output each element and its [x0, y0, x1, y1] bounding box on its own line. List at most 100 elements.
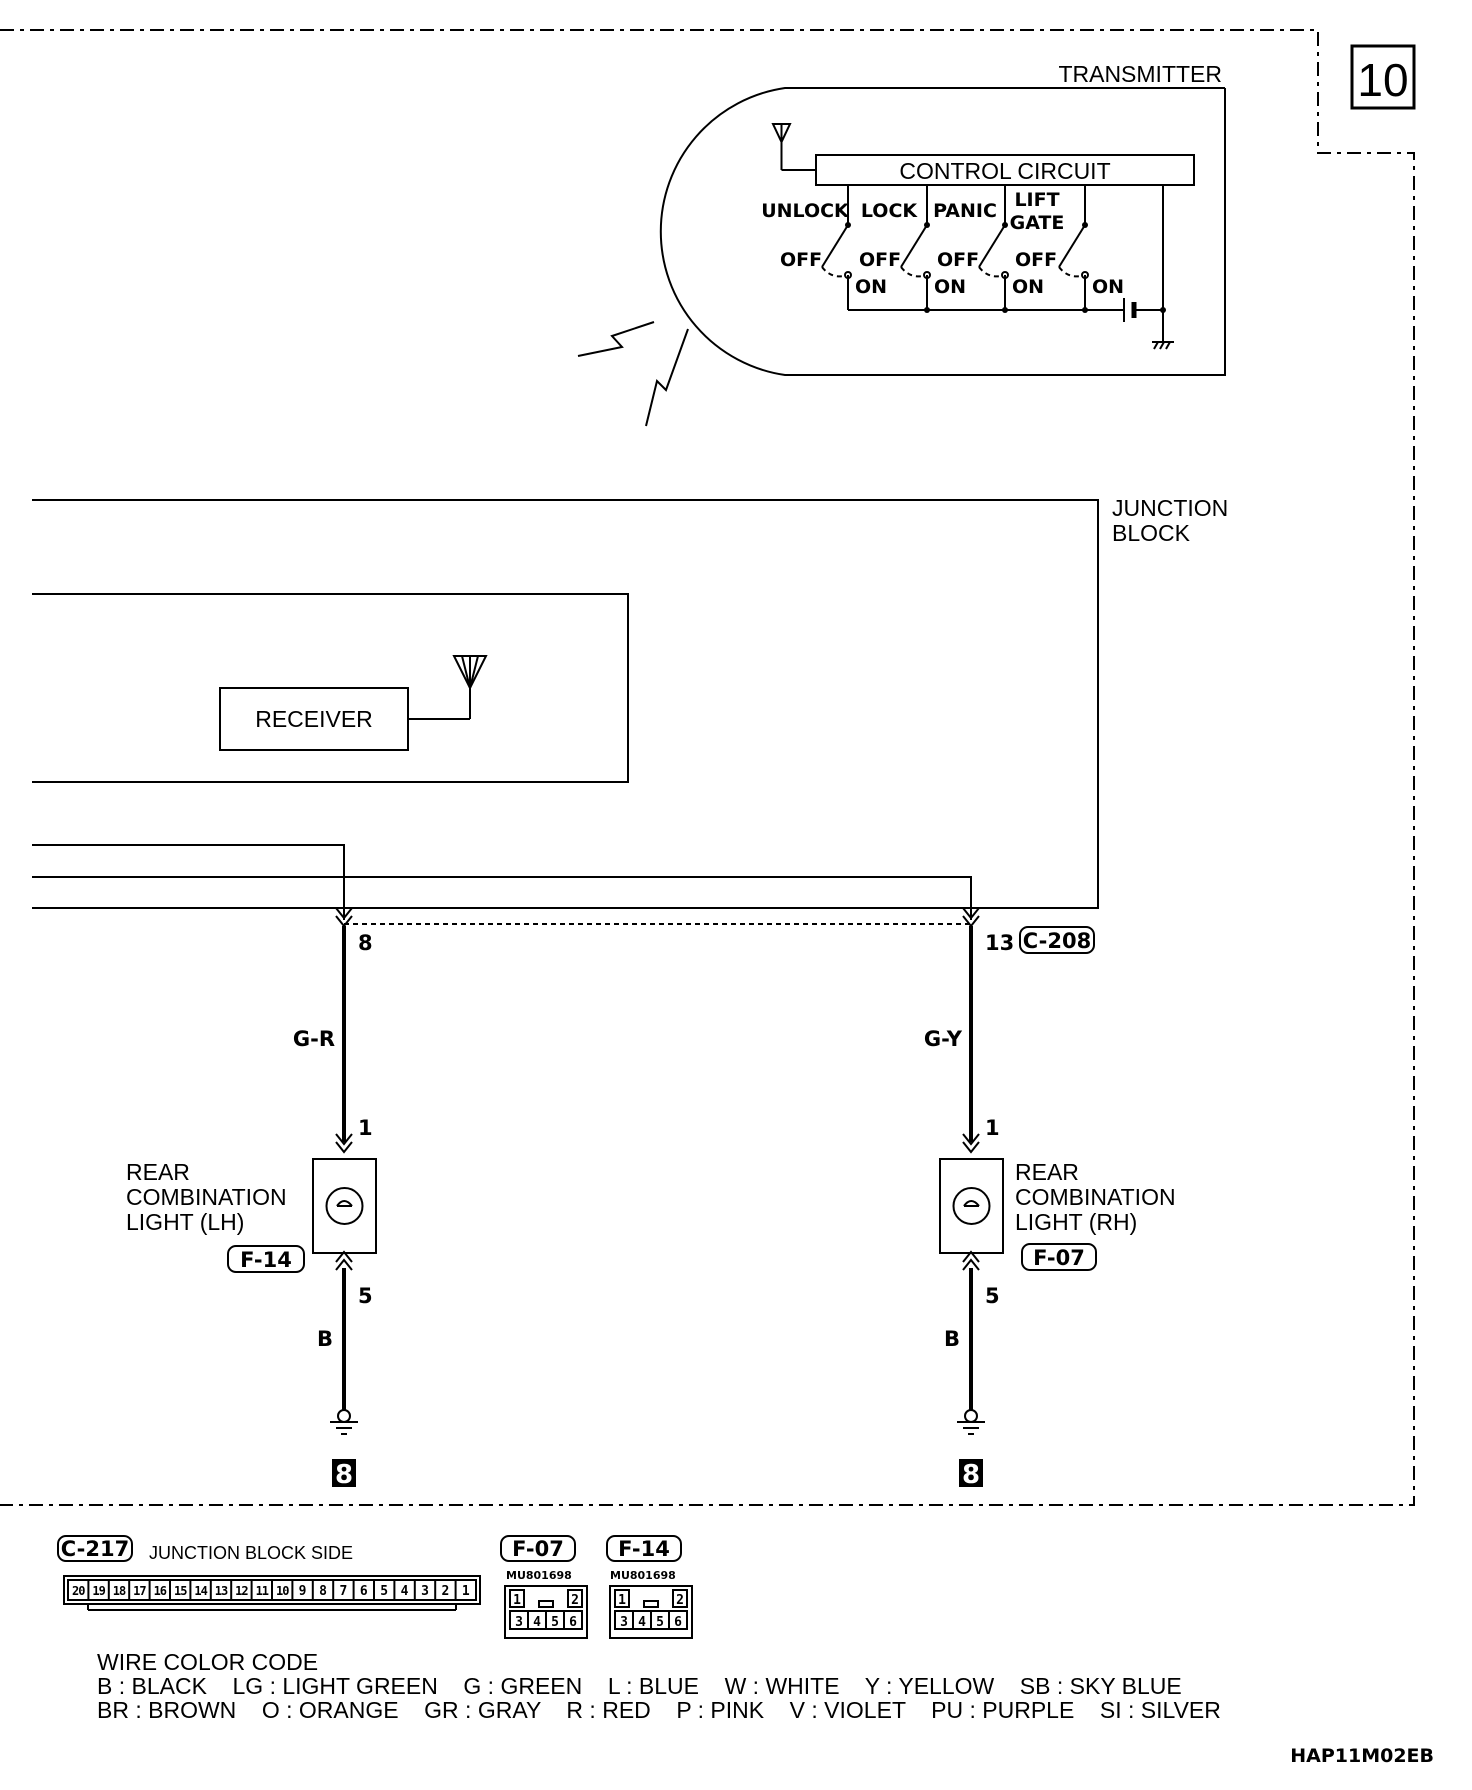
switch-unlock: OFF ON [780, 224, 887, 298]
right-lamp-pin-top: 1 [985, 1116, 1000, 1140]
right-lamp-pin-bottom: 5 [985, 1284, 1000, 1308]
right-jb-pin: 13 [985, 931, 1014, 955]
right-wire-color: G-Y [924, 1027, 963, 1051]
svg-text:F-14: F-14 [240, 1248, 292, 1272]
svg-text:ON: ON [1012, 276, 1044, 298]
svg-text:F-07: F-07 [512, 1537, 564, 1561]
left-lamp-pin-top: 1 [358, 1116, 373, 1140]
c217-pin-17: 17 [133, 1584, 146, 1598]
switch-liftgate: OFF ON [1015, 224, 1124, 298]
battery-icon [1123, 298, 1137, 322]
radio-signal-icon [577, 321, 689, 427]
right-ground-icon [957, 1409, 985, 1435]
c217-pin-9: 9 [299, 1584, 307, 1599]
c217-pin-12: 12 [235, 1584, 248, 1598]
lamp-rh-label-1: REAR [1015, 1159, 1079, 1185]
switch-liftgate-label-1: LIFT [1014, 189, 1059, 211]
svg-text:MU801698: MU801698 [506, 1569, 572, 1582]
c217-pin-18: 18 [113, 1584, 126, 1598]
receiver-antenna-icon [408, 655, 488, 720]
junction-block-outline [32, 499, 1099, 909]
receiver-module-outline [32, 593, 629, 783]
bulb-rh-icon [952, 1187, 991, 1225]
svg-text:6: 6 [569, 1615, 577, 1630]
svg-text:1: 1 [513, 1593, 521, 1608]
svg-text:3: 3 [620, 1615, 628, 1630]
connector-c208-tag: C-208 [1019, 926, 1095, 954]
svg-text:JUNCTION BLOCK SIDE: JUNCTION BLOCK SIDE [149, 1543, 353, 1563]
svg-text:C-217: C-217 [61, 1537, 129, 1561]
lamp-rh-label-2: COMBINATION [1015, 1184, 1176, 1210]
c217-pin-7: 7 [339, 1584, 347, 1599]
left-ground-wire: B [317, 1327, 333, 1351]
svg-text:4: 4 [533, 1615, 541, 1630]
svg-text:OFF: OFF [937, 249, 979, 271]
figure-code: HAP11M02EB [1290, 1745, 1434, 1767]
connector-f14-tag: F-14 [227, 1245, 305, 1273]
svg-text:F-07: F-07 [1033, 1246, 1085, 1270]
right-ground-wire: B [944, 1327, 960, 1351]
connector-f07-tag: F-07 [1021, 1243, 1097, 1271]
control-circuit-label: CONTROL CIRCUIT [899, 158, 1110, 184]
left-wire-color: G-R [293, 1027, 335, 1051]
c217-pin-1: 1 [462, 1584, 470, 1599]
wire-color-code-row-1: B : BLACK LG : LIGHT GREEN G : GREEN L :… [97, 1673, 1182, 1699]
junction-block-label-1: JUNCTION [1112, 495, 1228, 521]
svg-text:ON: ON [855, 276, 887, 298]
svg-text:ON: ON [934, 276, 966, 298]
bulb-lh-icon [325, 1187, 364, 1225]
svg-text:2: 2 [571, 1593, 579, 1608]
c217-pin-20: 20 [72, 1584, 85, 1598]
svg-text:5: 5 [551, 1615, 559, 1630]
svg-text:8: 8 [335, 1460, 353, 1490]
svg-text:6: 6 [674, 1615, 682, 1630]
page-number: 10 [1357, 54, 1408, 106]
switch-liftgate-label-2: GATE [1010, 212, 1065, 234]
lamp-lh-label-3: LIGHT (LH) [126, 1209, 244, 1235]
c217-pin-15: 15 [174, 1584, 187, 1598]
jb-wire-left [32, 844, 345, 920]
c217-pin-10: 10 [276, 1584, 289, 1598]
switch-panic-label: PANIC [933, 200, 997, 222]
transmitter-outline [659, 87, 1226, 376]
left-jb-pin: 8 [358, 931, 373, 955]
jb-wire-right [32, 876, 972, 920]
right-circuit: 13 C-208 G-Y 1 REAR COMBINATION LIGHT (R… [924, 907, 1176, 1490]
lamp-rh-label-3: LIGHT (RH) [1015, 1209, 1137, 1235]
switch-panic: OFF ON [937, 224, 1044, 298]
svg-text:F-14: F-14 [618, 1537, 670, 1561]
svg-text:ON: ON [1092, 276, 1124, 298]
transmitter-antenna-icon [771, 123, 816, 171]
transmitter: TRANSMITTER CONTROL CIRCUIT UNLOCK LOCK … [659, 61, 1226, 376]
page-number-box: 10 [1350, 44, 1416, 110]
c217-pin-6: 6 [360, 1584, 368, 1599]
junction-block-label-2: BLOCK [1112, 520, 1191, 546]
svg-text:5: 5 [656, 1615, 664, 1630]
svg-text:C-208: C-208 [1023, 929, 1091, 953]
svg-text:MU801698: MU801698 [610, 1569, 676, 1582]
c217-pin-3: 3 [421, 1584, 429, 1599]
wire-color-code-row-2: BR : BROWN O : ORANGE GR : GRAY R : RED … [97, 1697, 1221, 1723]
c217-pin-5: 5 [380, 1584, 388, 1599]
svg-text:8: 8 [962, 1460, 980, 1490]
c217-pin-2: 2 [441, 1584, 449, 1599]
left-lamp-pin-bottom: 5 [358, 1284, 373, 1308]
wire-color-code-title: WIRE COLOR CODE [97, 1649, 318, 1675]
left-circuit: 8 G-R 1 REAR COMBINATION LIGHT (LH) F-14… [126, 907, 377, 1490]
svg-text:OFF: OFF [780, 249, 822, 271]
left-ground-icon [330, 1409, 358, 1435]
connector-view-f14: F-14 MU801698 1 2 3 4 5 6 [606, 1535, 693, 1639]
svg-text:4: 4 [638, 1615, 646, 1630]
right-ground-ref: 8 [959, 1459, 983, 1490]
transmitter-ground-icon [1152, 341, 1174, 350]
connector-view-f07: F-07 MU801698 1 2 3 4 5 6 [500, 1535, 588, 1639]
receiver-label: RECEIVER [255, 706, 373, 732]
diagram-boundary [0, 29, 1415, 1506]
c217-pin-19: 19 [92, 1584, 105, 1598]
c217-pin-4: 4 [401, 1584, 409, 1599]
switch-unlock-label: UNLOCK [761, 200, 850, 222]
c217-pin-13: 13 [215, 1584, 228, 1598]
lamp-lh-label-1: REAR [126, 1159, 190, 1185]
